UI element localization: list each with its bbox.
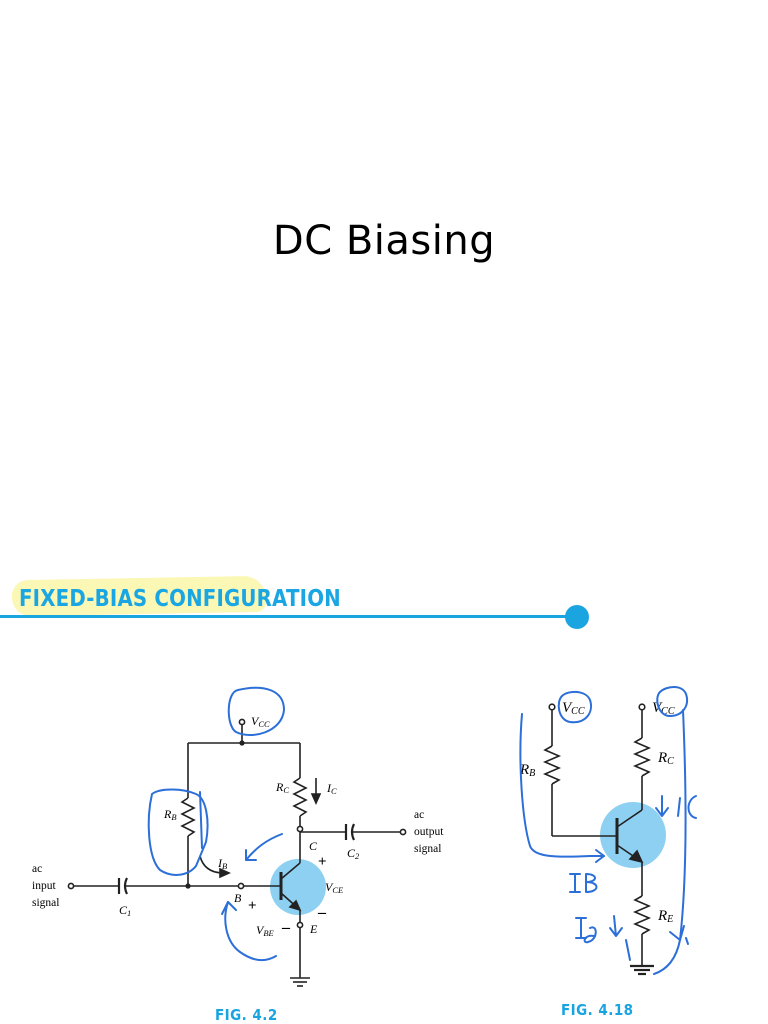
vce-minus-sign: – bbox=[317, 904, 327, 921]
section-heading: FIXED-BIAS CONFIGURATION bbox=[19, 586, 341, 612]
vcc-label: VCC bbox=[251, 714, 270, 729]
vbe-label: VBE bbox=[256, 923, 275, 938]
vcc-left-label: VCC bbox=[562, 700, 585, 717]
collector-node-label: C bbox=[309, 839, 318, 853]
pen-annotations bbox=[519, 686, 697, 975]
section-header: FIXED-BIAS CONFIGURATION bbox=[0, 575, 600, 638]
base-node-label: B bbox=[234, 891, 242, 905]
rb-resistor bbox=[180, 797, 196, 837]
vcc-right-label: VCC bbox=[652, 700, 675, 717]
ib-label: IB bbox=[217, 856, 227, 871]
transistor-highlight bbox=[270, 859, 326, 915]
c1-label: C1 bbox=[119, 903, 131, 918]
fig-4-18-caption: FIG. 4.18 bbox=[561, 1001, 634, 1019]
section-divider-dot bbox=[565, 605, 589, 629]
rc-label: RC bbox=[657, 750, 674, 767]
rb-label: RB bbox=[163, 807, 177, 822]
vbe-minus-sign: – bbox=[281, 919, 291, 936]
ac-input-label: ac input signal bbox=[32, 863, 59, 909]
fig-4-2-caption: FIG. 4.2 bbox=[215, 1006, 278, 1024]
section-divider bbox=[0, 615, 574, 618]
vbe-plus-sign: + bbox=[248, 898, 257, 914]
rc-resistor bbox=[632, 737, 652, 777]
pen-annotations bbox=[147, 686, 286, 962]
re-resistor bbox=[632, 895, 652, 935]
vce-plus-sign: + bbox=[318, 854, 327, 870]
ac-output-label: ac output signal bbox=[414, 809, 446, 855]
rc-resistor bbox=[292, 777, 308, 817]
emitter-node-label: E bbox=[309, 922, 318, 936]
rc-label: RC bbox=[275, 780, 289, 795]
ic-label: IC bbox=[326, 781, 337, 796]
re-label: RE bbox=[657, 908, 673, 925]
c2-label: C2 bbox=[347, 846, 360, 861]
vce-label: VCE bbox=[325, 880, 344, 895]
slide-title: DC Biasing bbox=[272, 218, 496, 264]
fixed-bias-circuit-diagram: VCC RC IC RB IB C B E C2 C1 VCE VBE + – … bbox=[32, 686, 446, 987]
rb-label: RB bbox=[519, 762, 535, 779]
rb-resistor bbox=[542, 745, 562, 785]
emitter-bias-circuit-diagram: VCC VCC RB RC RE bbox=[519, 686, 697, 976]
